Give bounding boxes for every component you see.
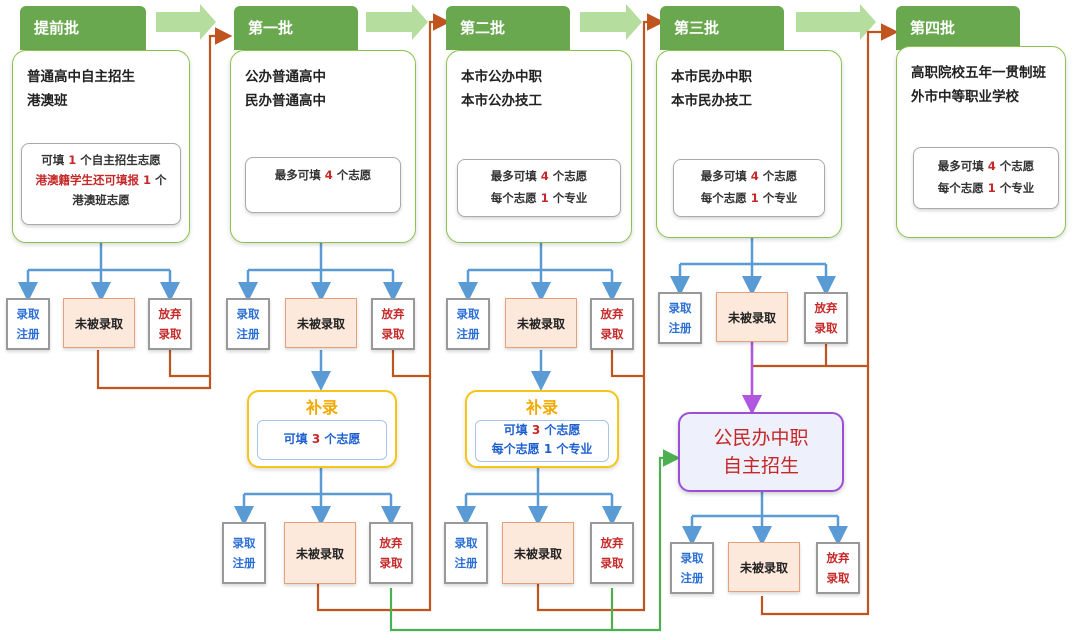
abandon-box: 放弃录取	[816, 542, 860, 594]
not-admitted-box: 未被录取	[505, 298, 577, 348]
admit-register-box: 录取注册	[670, 542, 714, 594]
batch-sequence-arrows	[156, 4, 876, 40]
admit-register-box: 录取注册	[446, 298, 490, 350]
not-admitted-box: 未被录取	[284, 522, 356, 584]
batch-1-note: 最多可填 4 个志愿	[245, 157, 401, 213]
batch-early-note: 可填 1 个自主招生志愿 港澳籍学生还可填报 1 个 港澳班志愿	[21, 143, 181, 225]
batch-4-title: 高职院校五年一贯制班外市中等职业学校	[911, 65, 1046, 105]
batch-2-note: 最多可填 4 个志愿 每个志愿 1 个专业	[457, 159, 621, 217]
tab-batch-1: 第一批	[234, 6, 358, 50]
not-admitted-box: 未被录取	[63, 298, 135, 348]
batch-1-card: 公办普通高中民办普通高中 最多可填 4 个志愿	[230, 50, 416, 243]
abandon-box: 放弃录取	[804, 292, 848, 344]
admit-register-box: 录取注册	[226, 298, 270, 350]
batch-early-card: 普通高中自主招生港澳班 可填 1 个自主招生志愿 港澳籍学生还可填报 1 个 港…	[12, 50, 190, 243]
supplementary-title: 补录	[525, 398, 558, 417]
batch-early-title: 普通高中自主招生港澳班	[27, 69, 135, 109]
admit-register-box: 录取注册	[222, 522, 266, 584]
not-admitted-box: 未被录取	[728, 542, 800, 592]
admit-register-box: 录取注册	[444, 522, 488, 584]
tab-batch-4: 第四批	[896, 6, 1020, 50]
supplementary-note: 可填 3 个志愿 每个志愿 1 个专业	[475, 420, 609, 462]
not-admitted-box: 未被录取	[285, 298, 357, 348]
admit-register-box: 录取注册	[6, 298, 50, 350]
admit-register-box: 录取注册	[658, 292, 702, 344]
abandon-box: 放弃录取	[369, 522, 413, 584]
batch-3-note: 最多可填 4 个志愿 每个志愿 1 个专业	[673, 159, 825, 217]
supplementary-note: 可填 3 个志愿	[257, 420, 387, 460]
tab-batch-2: 第二批	[446, 6, 570, 50]
vocational-self-enrollment-box: 公民办中职 自主招生	[678, 412, 844, 492]
abandon-box: 放弃录取	[148, 298, 192, 350]
batch-3-card: 本市民办中职本市民办技工 最多可填 4 个志愿 每个志愿 1 个专业	[656, 50, 842, 238]
supplementary-title: 补录	[305, 398, 338, 417]
supplementary-box-1: 补录 可填 3 个志愿	[247, 390, 397, 468]
tab-batch-early: 提前批	[20, 6, 146, 50]
supplementary-box-2: 补录 可填 3 个志愿 每个志愿 1 个专业	[465, 390, 619, 468]
batch-4-card: 高职院校五年一贯制班外市中等职业学校 最多可填 4 个志愿 每个志愿 1 个专业	[896, 46, 1066, 238]
abandon-box: 放弃录取	[590, 522, 634, 584]
abandon-box: 放弃录取	[371, 298, 415, 350]
abandon-box: 放弃录取	[590, 298, 634, 350]
batch-3-title: 本市民办中职本市民办技工	[671, 69, 752, 109]
batch-1-title: 公办普通高中民办普通高中	[245, 69, 326, 109]
not-admitted-box: 未被录取	[716, 292, 788, 342]
tab-batch-3: 第三批	[660, 6, 784, 50]
batch-4-note: 最多可填 4 个志愿 每个志愿 1 个专业	[913, 147, 1059, 209]
batch-2-card: 本市公办中职本市公办技工 最多可填 4 个志愿 每个志愿 1 个专业	[446, 50, 632, 243]
not-admitted-box: 未被录取	[502, 522, 574, 584]
batch-2-title: 本市公办中职本市公办技工	[461, 69, 542, 109]
